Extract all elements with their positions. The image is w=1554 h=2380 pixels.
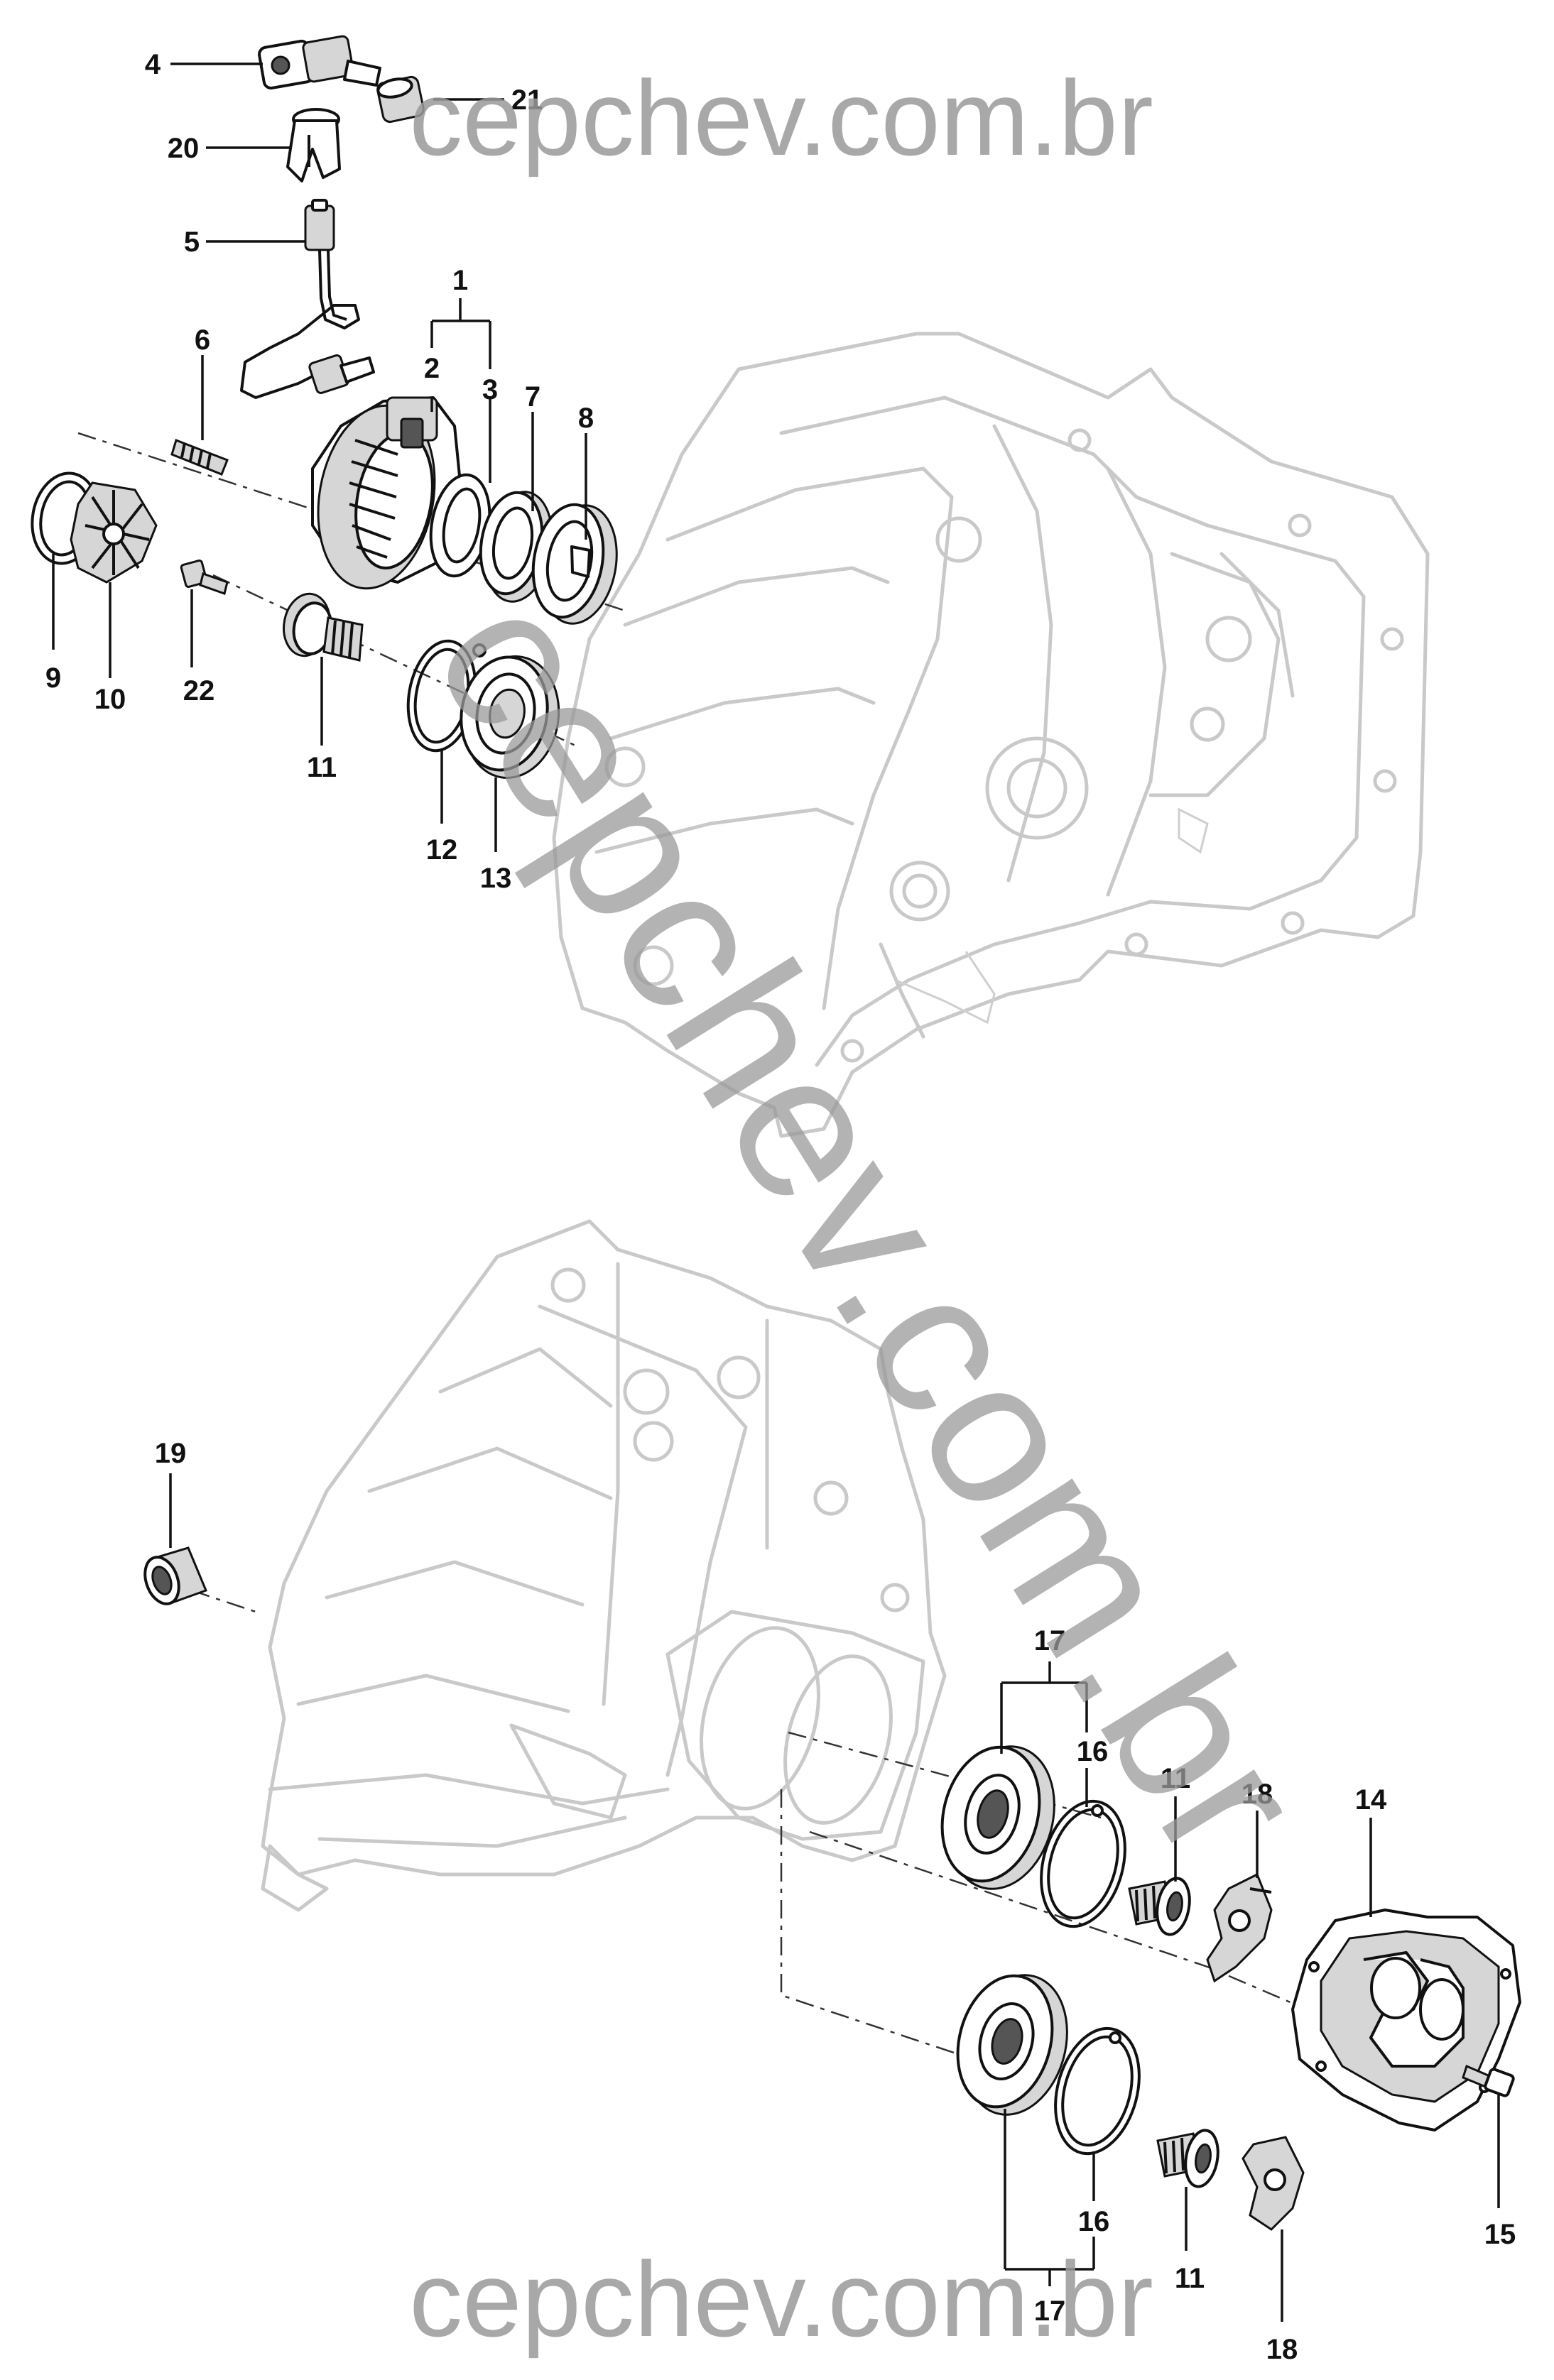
leader-lines [52,62,1500,2322]
part-hydraulic-pipe [240,199,375,399]
part-bearing-ring [479,491,553,603]
callout-4: 4 [145,49,161,80]
part-side-cover [1291,1909,1521,2131]
callout-17: 17 [1034,1625,1066,1656]
callout-18: 18 [1241,1779,1273,1810]
part-ball-bearing [460,655,560,779]
part-output-seal-lower [956,1974,1068,2116]
callout-10: 10 [94,684,126,715]
callout-9: 9 [45,662,61,694]
axis-bearing-19 [191,1589,256,1613]
part-needle-bearing [143,1546,207,1605]
part-release-bearing [531,503,618,625]
callout-11: 11 [307,752,337,783]
axis-branch [780,1789,1016,2075]
callout-16-lower: 16 [1078,2206,1110,2237]
part-retaining-clip [286,108,341,182]
watermark-diagonal: cepchev.com.br [391,555,1349,1897]
callout-12: 12 [426,834,458,866]
callout-19: 19 [155,1438,187,1469]
callout-6: 6 [195,324,210,356]
part-circlip-upper [1040,1799,1126,1928]
callout-8: 8 [578,403,594,434]
gearbox-housing-outline [261,1219,947,1912]
watermark-bottom: cepchev.com.br [409,2239,1153,2359]
callout-13: 13 [480,863,512,894]
part-deflector-middle [1206,1872,1273,1983]
part-banjo-fitting [258,35,381,90]
callout-21: 21 [511,84,543,116]
callout-5: 5 [184,226,200,258]
callout-17-lower: 17 [1034,2296,1066,2327]
part-drain-plug [283,592,364,662]
callout-18-lower: 18 [1266,2334,1298,2365]
clutch-housing-outline [552,332,1430,1138]
callout-11-middle: 11 [1161,1763,1190,1794]
part-output-seal-upper [940,1745,1055,1890]
part-plug-lower [1156,2129,1219,2188]
part-circlip-lower [1054,2026,1141,2156]
callout-16: 16 [1077,1736,1109,1767]
part-bleeder-cap [376,75,425,124]
part-plug-middle [1128,1877,1191,1936]
callout-14: 14 [1355,1784,1387,1816]
callout-3: 3 [482,374,498,405]
callout-1: 1 [452,265,468,296]
callout-20: 20 [168,133,200,164]
part-deflector-lower [1241,2136,1305,2231]
part-clutch-slave-cylinder [311,396,463,590]
callout-15: 15 [1484,2219,1516,2250]
part-cover-bolt [1462,2064,1515,2097]
callout-11-lower: 11 [1175,2263,1205,2294]
watermark-top: cepchev.com.br [409,58,1153,178]
callout-22: 22 [183,675,215,706]
callout-2: 2 [424,353,440,384]
part-bolt-small [180,559,229,595]
part-stud [170,439,229,476]
part-oil-slinger [70,481,158,584]
callout-numbers: 4 21 20 5 1 2 3 6 7 8 9 10 22 11 12 13 1… [45,49,1516,2365]
callout-7: 7 [525,381,540,413]
